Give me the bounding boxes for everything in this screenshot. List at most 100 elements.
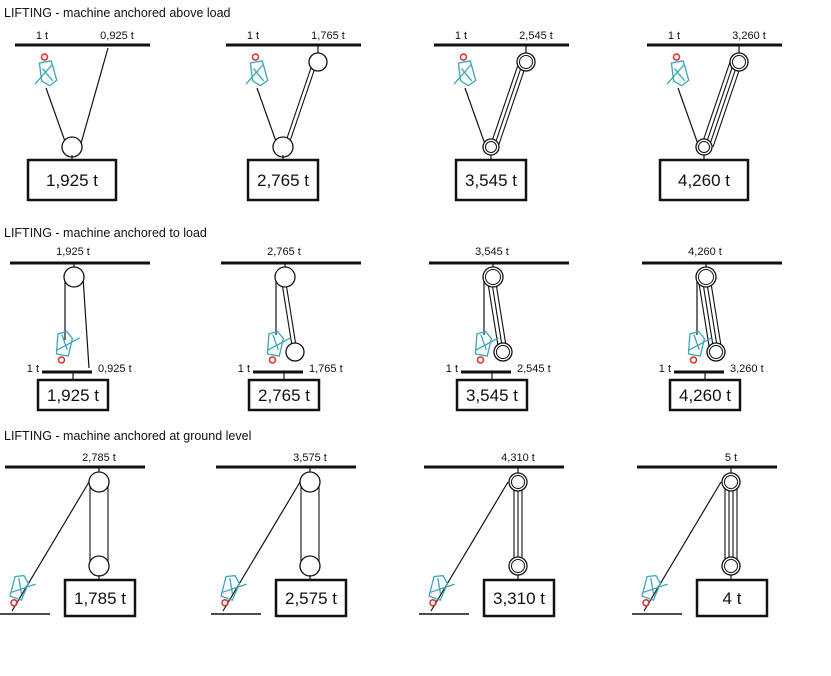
rope: [677, 87, 700, 148]
top-load-label: 5 t: [725, 452, 737, 464]
top-load-label: 4,260 t: [688, 246, 722, 258]
rope: [256, 87, 279, 148]
hook-icon: [268, 356, 277, 364]
rope-strand: [284, 276, 298, 353]
hoist-machine-icon: [666, 53, 690, 87]
load-label: 3,310 t: [493, 589, 545, 608]
pulley-sheave-icon: [698, 141, 710, 153]
left-load-label: 1 t: [455, 30, 467, 42]
hook-icon: [689, 356, 698, 364]
hoist-machine-icon: [245, 53, 269, 87]
rope-strand: [701, 276, 715, 353]
machine-handle-icon: [475, 334, 499, 351]
top-load-label: 3,545 t: [475, 246, 509, 258]
pulley-sheave-icon: [698, 269, 714, 285]
machine-handle-icon: [56, 334, 80, 351]
hook-icon: [221, 599, 229, 607]
load-label: 4 t: [723, 589, 742, 608]
load-box: [274, 578, 348, 618]
hoist-machine-icon: [266, 330, 291, 364]
left-load-label: 1 t: [668, 30, 680, 42]
hoist-machine-icon: [34, 53, 58, 87]
load-box: [668, 378, 742, 412]
machine-body-icon: [670, 60, 690, 87]
machine-handle-icon: [688, 334, 712, 351]
rope: [79, 47, 109, 148]
load-label: 1,925 t: [46, 171, 98, 190]
load-label: 1,925 t: [47, 386, 99, 405]
load-box: [26, 158, 118, 202]
load-box: [482, 578, 556, 618]
panel-above-3: 1 t 2,545 t 3,545 t: [434, 30, 569, 202]
pulley-sheave-icon: [724, 559, 738, 573]
left-load-label: 1 t: [36, 30, 48, 42]
hoist-machine-icon: [55, 330, 80, 364]
machine-handle-icon: [222, 577, 247, 594]
pulley-icon: [63, 266, 85, 288]
rope-strand: [490, 276, 504, 353]
machine-handle-icon: [34, 64, 54, 85]
machine-rope: [222, 481, 301, 612]
load-box: [455, 378, 529, 412]
hook-icon: [672, 53, 681, 61]
pulley-icon: [88, 555, 110, 577]
left-load-label: 1 t: [446, 363, 458, 375]
hoist-machine-icon: [453, 53, 477, 87]
left-load-label: 1 t: [247, 30, 259, 42]
right-load-label: 0,925 t: [98, 363, 132, 375]
pulley-sheave-icon: [732, 55, 746, 69]
hoist-machine-icon: [428, 574, 455, 607]
hoist-machine-icon: [474, 330, 499, 364]
rope-strand: [497, 61, 528, 148]
load-label: 2,765 t: [257, 171, 309, 190]
rope-strand: [489, 61, 520, 148]
load-box: [246, 158, 320, 202]
machine-body-icon: [457, 60, 477, 87]
rope: [45, 87, 68, 148]
panel-ground-1: 2,785 t1,785 t: [0, 452, 145, 618]
hook-icon: [476, 356, 485, 364]
machine-body-icon: [38, 60, 58, 87]
right-load-label: 0,925 t: [100, 30, 134, 42]
load-label: 3,545 t: [466, 386, 518, 405]
machine-handle-icon: [11, 577, 36, 594]
pulley-sheave-icon: [496, 345, 510, 359]
rope: [82, 276, 90, 369]
hook-icon: [40, 53, 49, 61]
panel-above-1: 1 t 0,925 t 1,925 t: [15, 30, 150, 202]
rope-strand: [287, 61, 318, 148]
machine-handle-icon: [267, 334, 291, 351]
rope-strand: [704, 61, 735, 148]
pulley-sheave-icon: [724, 475, 738, 489]
right-load-label: 2,545 t: [519, 30, 553, 42]
top-load-label: 3,575 t: [293, 452, 327, 464]
pulley-sheave-icon: [709, 345, 723, 359]
pulley-icon: [285, 342, 305, 362]
panel-above-2: 1 t 1,765 t 2,765 t: [226, 30, 361, 202]
pulley-sheave-icon: [519, 55, 533, 69]
right-load-label: 3,260 t: [732, 30, 766, 42]
rope-strand: [708, 61, 739, 148]
right-load-label: 1,765 t: [311, 30, 345, 42]
hook-icon: [57, 356, 66, 364]
hoist-machine-icon: [687, 330, 712, 364]
left-load-label: 1 t: [238, 363, 250, 375]
hoist-machine-icon: [220, 574, 247, 607]
row-title-anchored-ground: LIFTING - machine anchored at ground lev…: [4, 429, 251, 443]
left-load-label: 1 t: [659, 363, 671, 375]
load-label: 1,785 t: [74, 589, 126, 608]
panel-ground-2: 3,575 t2,575 t: [211, 452, 356, 618]
load-box: [63, 578, 137, 618]
pulley-icon: [308, 52, 328, 72]
hoist-machine-icon: [641, 574, 668, 607]
rope-strand: [493, 61, 524, 148]
pulley-icon: [299, 471, 321, 493]
load-label: 3,545 t: [465, 171, 517, 190]
pulley-icon: [274, 266, 296, 288]
